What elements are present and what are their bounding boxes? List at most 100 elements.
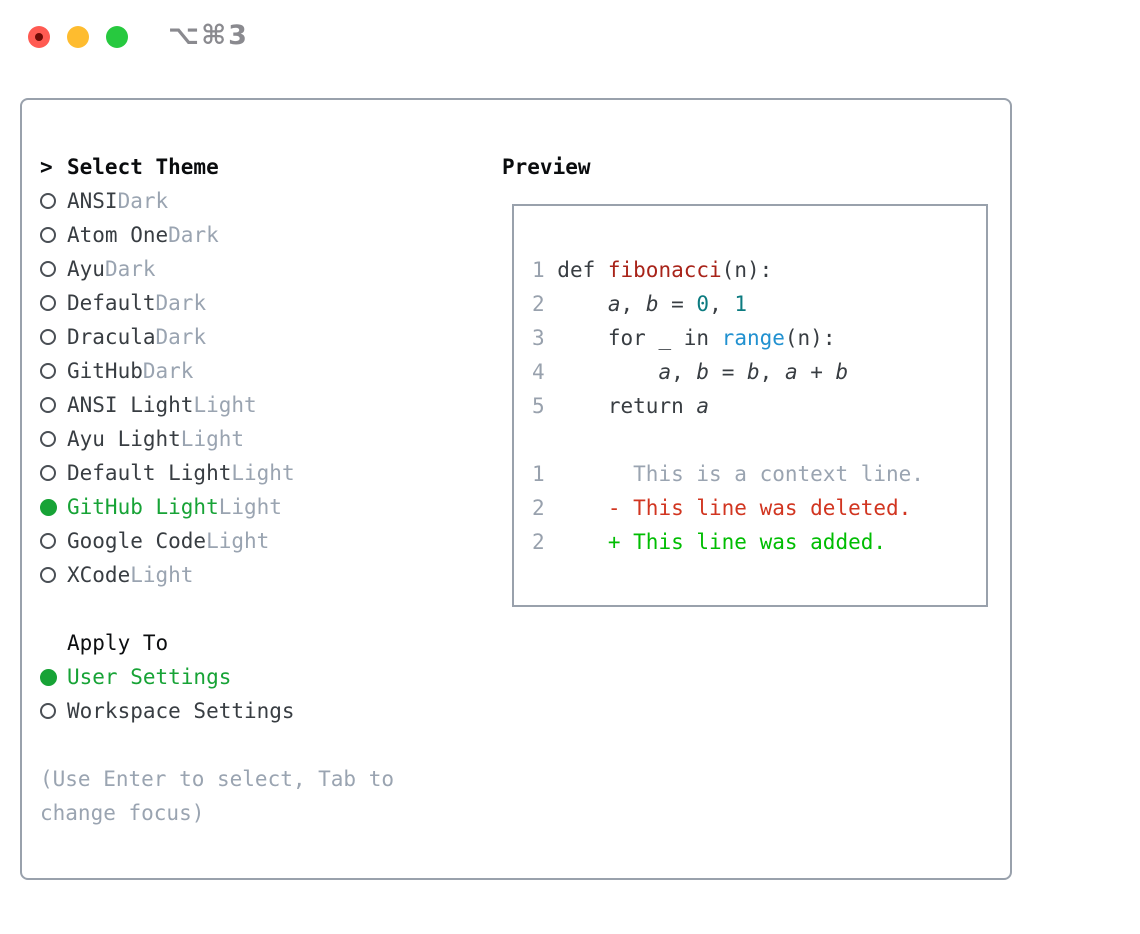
code-segment-num: 1	[734, 292, 748, 316]
option-label: Ayu Light	[67, 427, 181, 451]
option-label: GitHub Light	[67, 495, 219, 519]
radio-unselected-icon	[40, 567, 56, 583]
hint-line: change focus)	[40, 801, 205, 825]
spacer-row	[40, 592, 394, 626]
code-segment-plain: (n):	[721, 258, 773, 282]
titlebar: ⌥⌘3	[0, 0, 1140, 75]
code-line: 2 + This line was added.	[532, 525, 986, 559]
spacer-row	[40, 728, 394, 762]
code-segment-fn: fibonacci	[607, 258, 722, 282]
code-segment-call: range	[721, 326, 785, 350]
option-variant-label: Dark	[155, 325, 207, 349]
theme-item-github[interactable]: GitHub Dark	[40, 354, 394, 388]
code-segment-plain	[545, 360, 659, 384]
theme-item-default[interactable]: Default Dark	[40, 286, 394, 320]
option-variant-label: Light	[218, 495, 282, 519]
code-segment-var: a	[658, 360, 672, 384]
code-segment-plain: =	[658, 292, 697, 316]
theme-item-github-light[interactable]: GitHub Light Light	[40, 490, 394, 524]
option-label: GitHub	[67, 359, 143, 383]
line-number: 4	[532, 360, 545, 384]
theme-item-xcode[interactable]: XCode Light	[40, 558, 394, 592]
apply-option-workspace-settings[interactable]: Workspace Settings	[40, 694, 394, 728]
code-segment-num: 0	[696, 292, 710, 316]
option-label: User Settings	[67, 665, 232, 689]
code-line: 5 return a	[532, 389, 986, 423]
zoom-button[interactable]	[106, 26, 128, 48]
code-line: 4 a, b = b, a + b	[532, 355, 986, 389]
prompt-icon: >	[40, 155, 53, 179]
line-number: 5	[532, 394, 545, 418]
radio-unselected-icon	[40, 193, 56, 209]
apply-option-user-settings[interactable]: User Settings	[40, 660, 394, 694]
minimize-button[interactable]	[67, 26, 89, 48]
code-segment-plain: +	[797, 360, 836, 384]
option-label: Google Code	[67, 529, 207, 553]
option-variant-label: Dark	[117, 189, 169, 213]
code-segment-plain: =	[709, 360, 747, 384]
code-line: 3 for _ in range(n):	[532, 321, 986, 355]
line-number: 3	[532, 326, 545, 350]
line-number: 1	[532, 258, 545, 282]
option-label: Ayu	[67, 257, 105, 281]
apply-to-header: Apply To	[67, 631, 169, 655]
option-label: Dracula	[67, 325, 156, 349]
theme-list-header-row: >Select Theme	[40, 150, 394, 184]
theme-item-ayu[interactable]: Ayu Dark	[40, 252, 394, 286]
code-segment-var: a	[784, 360, 798, 384]
radio-selected-icon	[40, 498, 57, 516]
radio-unselected-icon	[40, 397, 56, 413]
option-variant-label: Light	[231, 461, 295, 485]
radio-unselected-icon	[40, 295, 56, 311]
code-segment-plain: ,	[709, 292, 735, 316]
option-variant-label: Light	[193, 393, 257, 417]
close-dot-icon	[35, 33, 43, 41]
option-variant-label: Light	[206, 529, 270, 553]
theme-item-google-code[interactable]: Google Code Light	[40, 524, 394, 558]
theme-item-dracula[interactable]: Dracula Dark	[40, 320, 394, 354]
code-segment-del: - This line was deleted.	[544, 496, 912, 520]
code-blank-line	[532, 423, 986, 457]
option-variant-label: Light	[180, 427, 245, 451]
code-segment-kw: return	[544, 394, 697, 418]
option-variant-label: Light	[130, 563, 194, 587]
radio-selected-icon	[40, 668, 57, 686]
radio-unselected-icon	[40, 363, 56, 379]
option-label: Atom One	[67, 223, 169, 247]
radio-unselected-icon	[40, 329, 56, 345]
code-segment-plain: ,	[671, 360, 697, 384]
code-segment-plain	[545, 292, 608, 316]
code-line: 2 - This line was deleted.	[532, 491, 986, 525]
code-segment-var: a	[607, 292, 621, 316]
radio-unselected-icon	[40, 227, 56, 243]
line-number: 2	[532, 496, 545, 520]
option-label: ANSI	[67, 189, 118, 213]
line-number: 2	[532, 530, 545, 554]
code-line: 2 a, b = 0, 1	[532, 287, 986, 321]
close-button[interactable]	[28, 26, 50, 48]
code-segment-var: b	[696, 360, 710, 384]
theme-item-ayu-light[interactable]: Ayu Light Light	[40, 422, 394, 456]
code-segment-plain: (n):	[784, 326, 836, 350]
hint-line: (Use Enter to select, Tab to	[40, 767, 395, 791]
theme-item-ansi[interactable]: ANSI Dark	[40, 184, 394, 218]
code-segment-kw: for _ in	[544, 326, 722, 350]
radio-unselected-icon	[40, 465, 56, 481]
code-segment-var: b	[747, 360, 760, 384]
apply-to-header-row: Apply To	[40, 626, 394, 660]
line-number: 2	[532, 292, 545, 316]
code-segment-var: b	[835, 360, 849, 384]
theme-item-ansi-light[interactable]: ANSI Light Light	[40, 388, 394, 422]
code-segment-var: b	[645, 292, 659, 316]
theme-item-atom-one[interactable]: Atom One Dark	[40, 218, 394, 252]
option-variant-label: Dark	[104, 257, 156, 281]
radio-unselected-icon	[40, 261, 56, 277]
option-label: ANSI Light	[67, 393, 194, 417]
code-segment-ctx: This is a context line.	[544, 462, 924, 486]
theme-item-default-light[interactable]: Default Light Light	[40, 456, 394, 490]
option-label: XCode	[67, 563, 131, 587]
window-title-shortcut: ⌥⌘3	[168, 20, 249, 51]
